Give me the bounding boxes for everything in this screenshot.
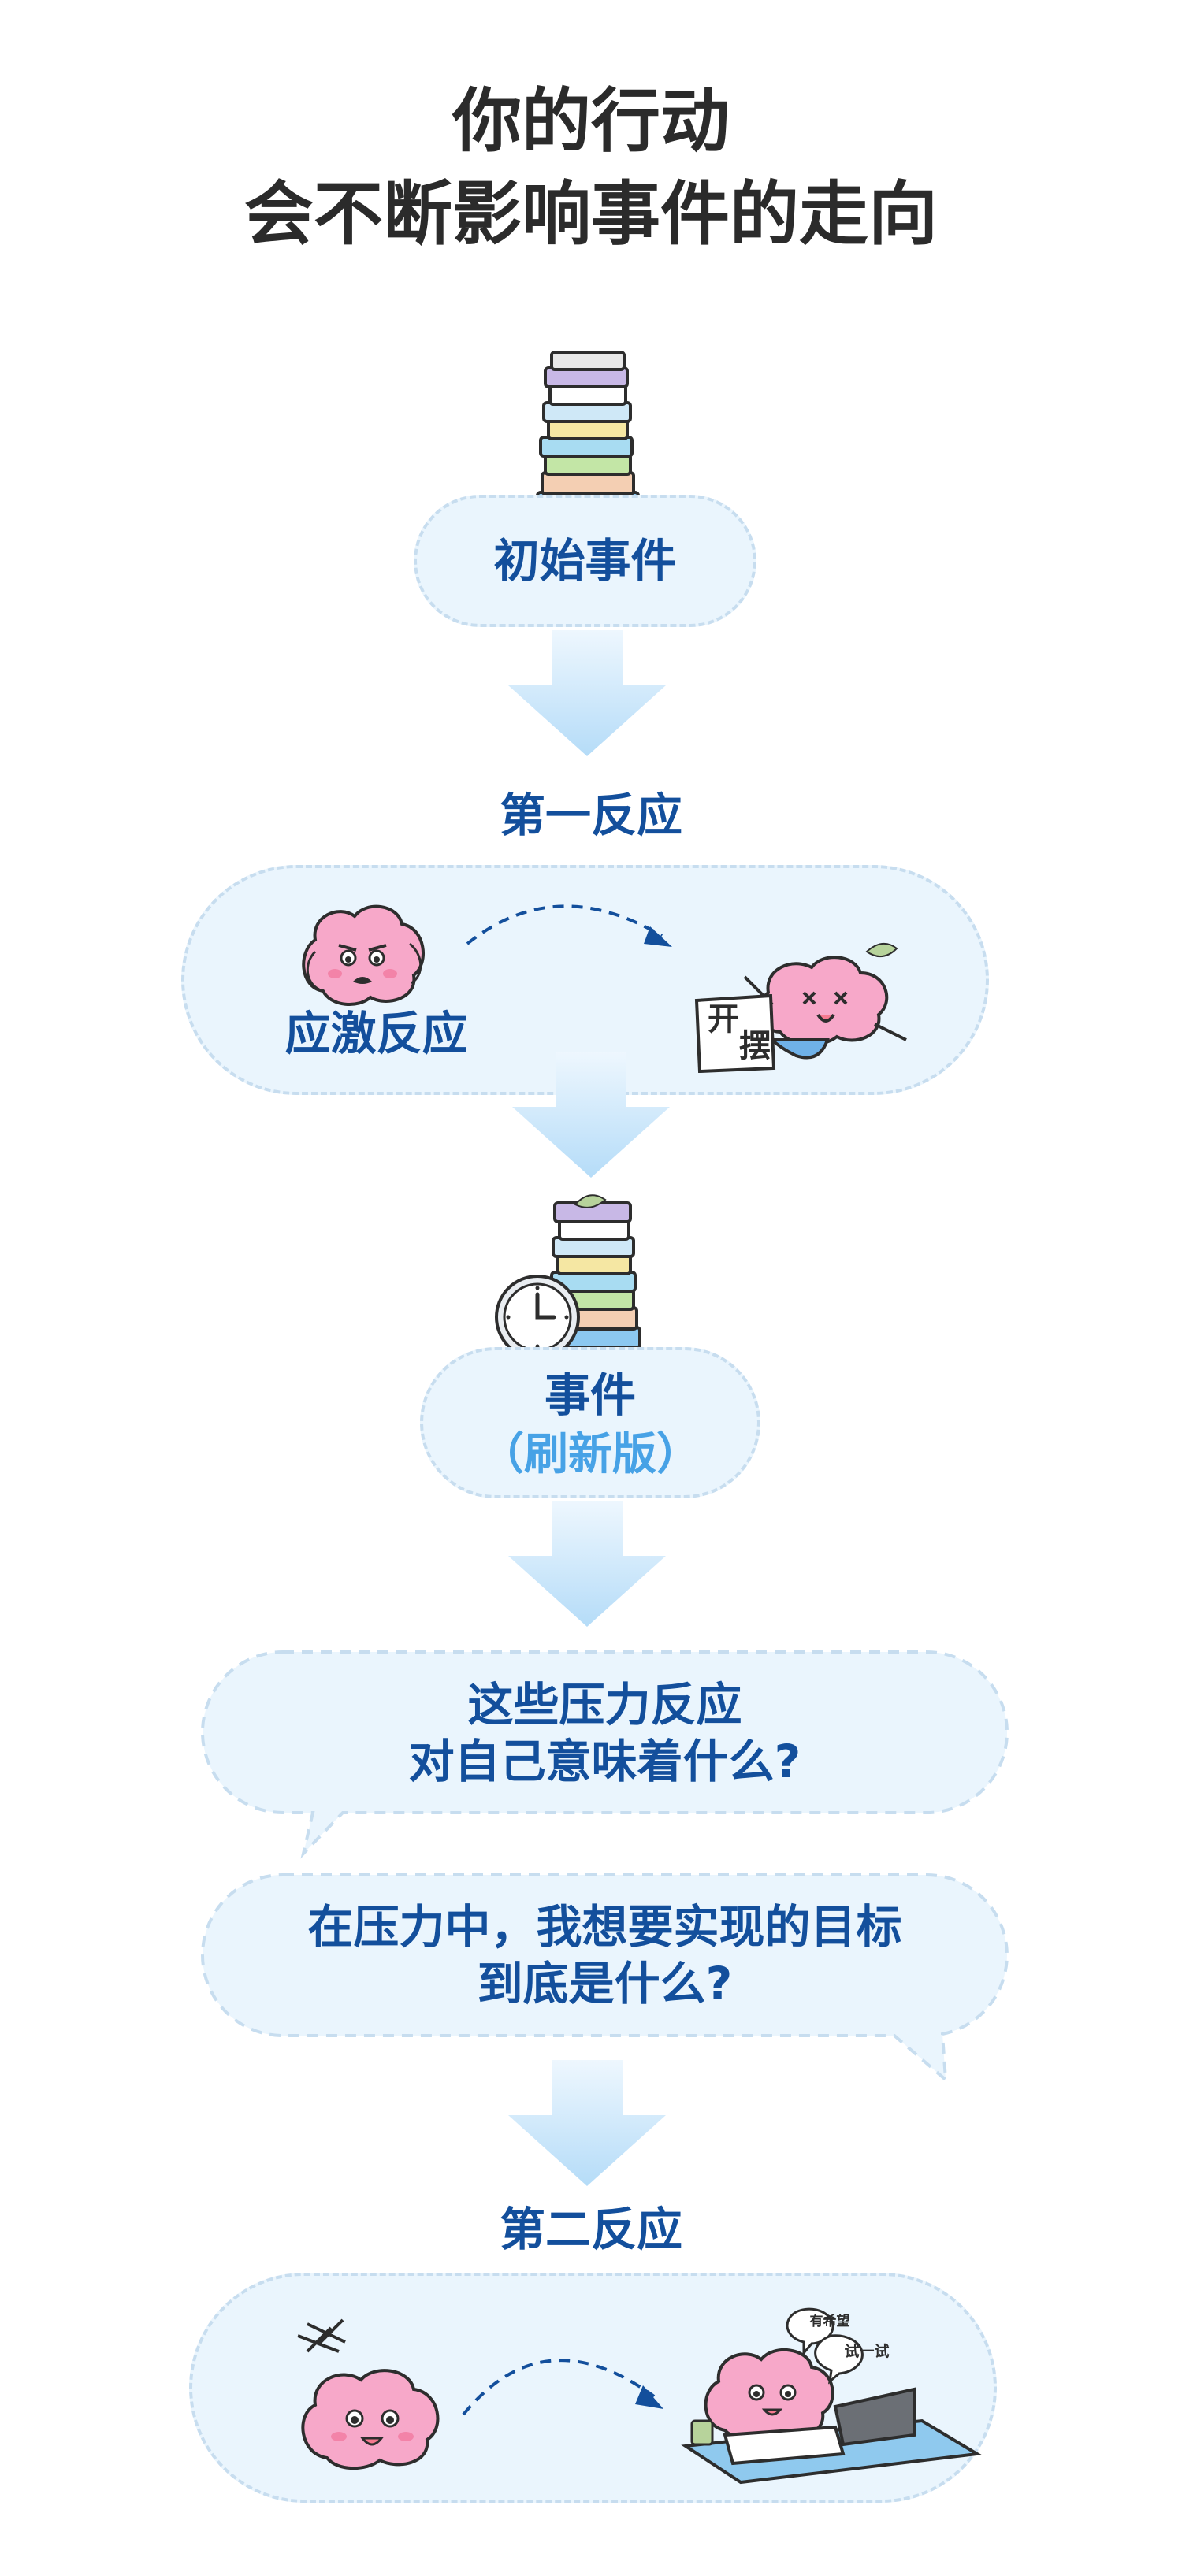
flow-arrow-2 (508, 1052, 674, 1182)
first-reaction-heading: 第一反应 (499, 789, 682, 842)
stress-reaction-label: 应激反应 (284, 1007, 468, 1060)
dashed-arrow-1 (461, 881, 690, 963)
question-2-line-2: 到底是什么? (477, 1957, 733, 2010)
bubble-text-2: 试一试 (844, 2343, 890, 2360)
event-refresh-sublabel: （刷新版） (480, 1429, 701, 1480)
question-2-bubble (201, 1873, 1009, 2089)
book-stack-icon-2 (544, 1193, 646, 1351)
brain-laptop-scene (678, 2288, 985, 2485)
event-refresh-label: 事件 (544, 1368, 636, 1422)
sign-text-1: 开 (708, 1001, 739, 1037)
laptop-icon (833, 2387, 916, 2447)
question-1-bubble (201, 1650, 1009, 1862)
second-reaction-heading: 第二反应 (499, 2203, 682, 2256)
dashed-arrow-2 (457, 2332, 670, 2429)
flow-arrow-3 (504, 1501, 670, 1631)
sign-card (692, 993, 779, 1074)
sign-text-2: 摆 (739, 1028, 771, 1064)
brain-happy-icon (284, 2312, 449, 2470)
event-refresh-node (420, 1347, 760, 1498)
flow-arrow-4 (504, 2060, 670, 2190)
initial-event-node (414, 495, 756, 627)
initial-event-label: 初始事件 (493, 534, 677, 588)
question-1-line-2: 对自己意味着什么? (408, 1735, 801, 1788)
book-stack-icon (528, 351, 646, 516)
flow-arrow-1 (504, 630, 670, 760)
question-2-line-1: 在压力中，我想要实现的目标 (307, 1900, 902, 1954)
title-line-1: 你的行动 (452, 80, 730, 161)
title-line-2: 会不断影响事件的走向 (243, 173, 938, 254)
brain-stressed-icon (292, 896, 433, 1015)
bubble-text-1: 有希望 (809, 2314, 850, 2329)
brain-collapsed-icon (686, 930, 922, 1071)
question-1-line-1: 这些压力反应 (467, 1678, 742, 1732)
